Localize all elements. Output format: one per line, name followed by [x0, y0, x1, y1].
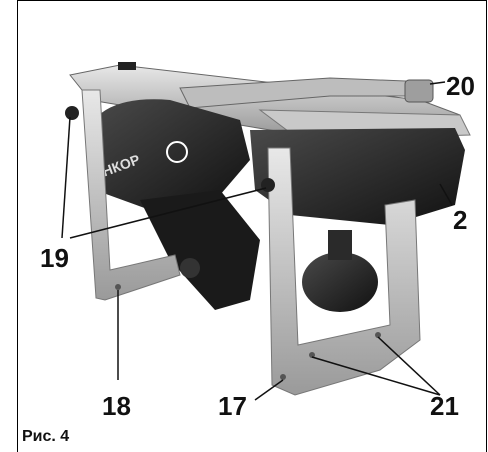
right-clamp-knob [261, 178, 275, 192]
callout-21: 21 [430, 391, 459, 421]
right-stand-frame [261, 147, 421, 396]
leader-lines [61, 81, 453, 401]
callout-17: 17 [218, 391, 247, 421]
handle [140, 190, 260, 310]
left-clamp-knob [65, 106, 79, 120]
callout-18: 18 [102, 391, 131, 421]
callout-20: 20 [446, 71, 475, 101]
front-knob [302, 230, 378, 312]
figure-frame [17, 0, 487, 452]
callout-19: 19 [40, 243, 69, 273]
callout-2: 2 [453, 205, 468, 235]
left-stand-frame [65, 89, 181, 301]
depth-adjust-arm [179, 77, 434, 109]
figure-caption: Рис. 4 [22, 428, 70, 445]
